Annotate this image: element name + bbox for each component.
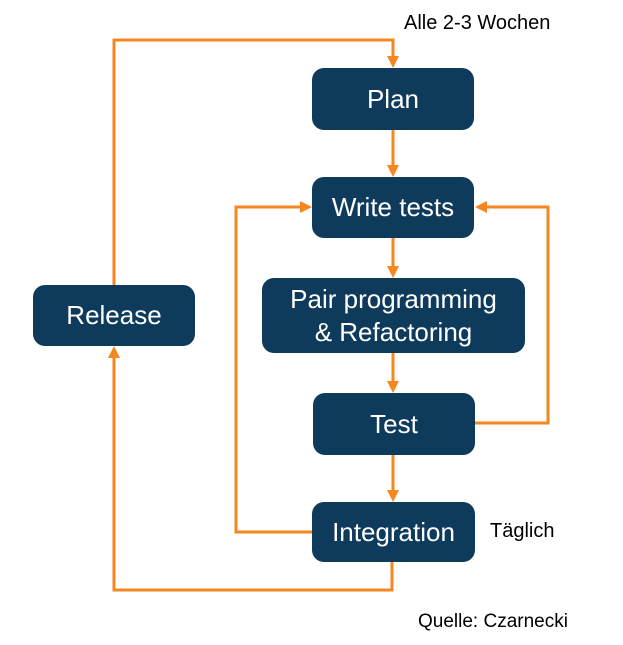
arrowhead-into-write-tests-left (300, 201, 312, 213)
arrowhead-into-test (387, 381, 399, 393)
arrowhead-into-write-tests-right (475, 201, 487, 213)
node-plan: Plan (312, 68, 474, 130)
node-plan-label: Plan (366, 83, 420, 114)
edge-test-to-write-tests (475, 205, 550, 425)
node-test-label: Test (370, 408, 418, 439)
node-release-label: Release (66, 300, 162, 331)
arrowhead-into-integration (387, 490, 399, 502)
edge-integration-to-release (112, 356, 394, 592)
node-integration-label: Integration (332, 516, 455, 547)
arrowhead-into-plan (387, 56, 399, 68)
source-attribution-label: Quelle: Czarnecki (418, 611, 568, 632)
arrowhead-into-release (108, 346, 120, 358)
node-write-tests: Write tests (312, 177, 474, 238)
node-integration: Integration (312, 502, 475, 562)
node-pair-programming: Pair programming & Refactoring (262, 278, 525, 353)
edge-release-to-plan (112, 38, 395, 285)
node-release: Release (33, 285, 195, 346)
arrowhead-into-write-tests-top (387, 165, 399, 177)
node-test: Test (313, 393, 475, 455)
cycle-frequency-label: Alle 2-3 Wochen (404, 12, 551, 34)
daily-frequency-label: Täglich (490, 520, 555, 542)
node-pair-programming-label: Pair programming & Refactoring (290, 284, 497, 347)
edge-integration-to-write-tests (234, 205, 312, 534)
node-write-tests-label: Write tests (331, 192, 455, 223)
arrowhead-into-pair (387, 266, 399, 278)
